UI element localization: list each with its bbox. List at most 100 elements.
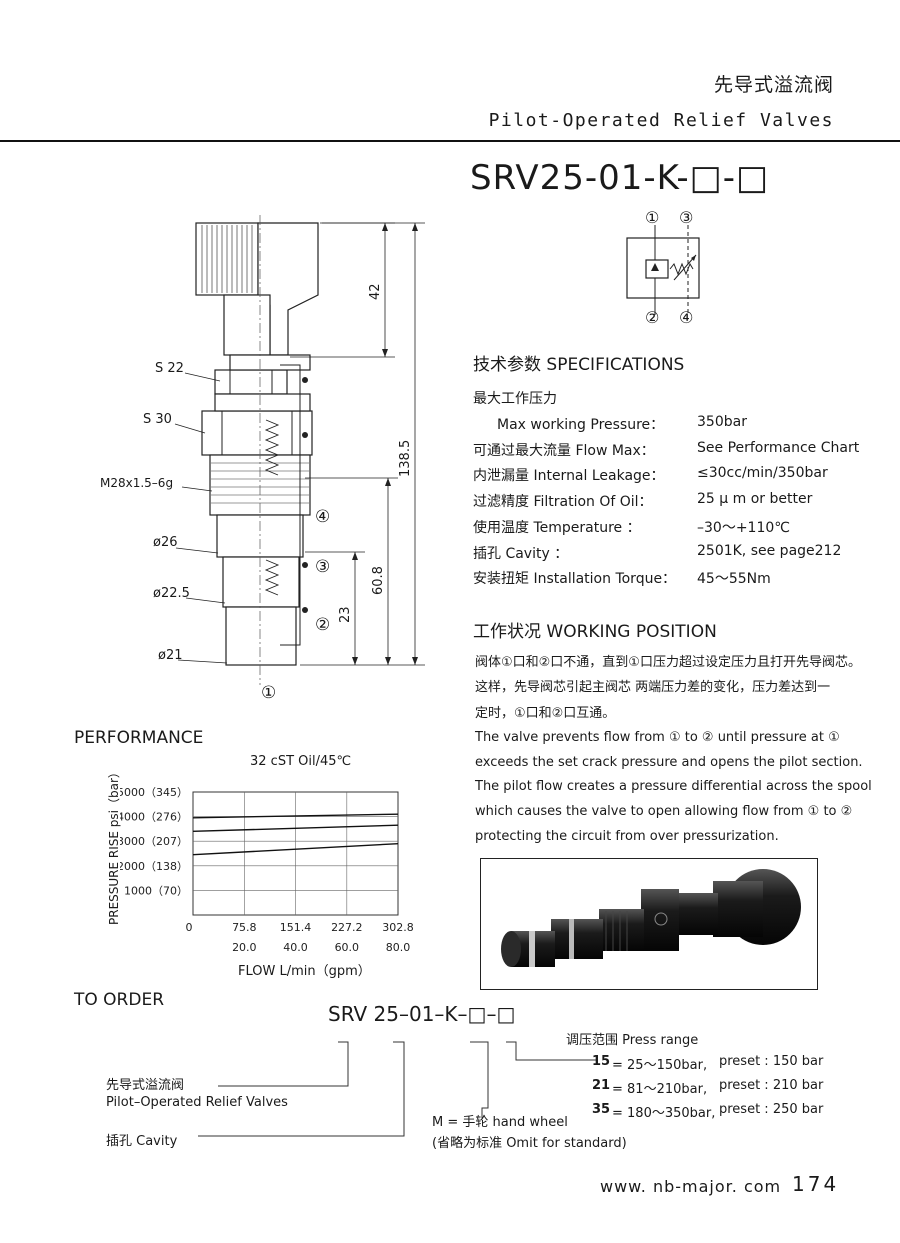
working-line: The pilot flow creates a pressure differ… — [475, 779, 872, 794]
callout-d26: ø26 — [153, 535, 178, 550]
working-title: 工作状况 WORKING POSITION — [473, 622, 717, 642]
spec-label: 安装扭矩 Installation Torque： — [473, 571, 677, 587]
chart-series-line — [192, 842, 399, 856]
working-line: 定时，①口和②口互通。 — [475, 706, 616, 721]
spec-label: 使用温度 Temperature ： — [473, 520, 641, 536]
model-number: SRV25-01-K-□-□ — [470, 158, 770, 198]
press-code: 35 — [592, 1102, 611, 1117]
symbol-port-1: ① — [645, 208, 660, 227]
press-range: = 81～210bar, — [612, 1082, 708, 1097]
working-line: which causes the valve to open allowing … — [475, 804, 853, 819]
chart-tick-label-y: 1000（70） — [124, 884, 188, 897]
press-code: 15 — [592, 1054, 611, 1069]
press-range: = 25～150bar, — [612, 1058, 708, 1073]
drawing-port-3: ③ — [315, 557, 331, 576]
dim-42: 42 — [368, 283, 383, 300]
chart-tick-label-y: 4000（276） — [120, 811, 188, 824]
order-item-cn: 先导式溢流阀 — [106, 1078, 185, 1093]
chart-series-line — [192, 813, 399, 819]
dim-60-8: 60.8 — [371, 566, 386, 595]
valve-photo-icon — [501, 869, 801, 967]
order-leader-lines-icon — [198, 1041, 596, 1137]
spec-row: 安装扭矩 Installation Torque： 45～55Nm — [473, 568, 771, 588]
spec-label: 可通过最大流量 Flow Max： — [473, 443, 655, 459]
order-title: TO ORDER — [74, 990, 165, 1010]
performance-chart-svg: 5000（345）4000（276）3000（207）2000（138）1000… — [117, 786, 414, 954]
chart-tick-label-x: 0 — [186, 921, 193, 934]
press-preset: preset : 150 bar — [719, 1054, 824, 1069]
working-line: The valve prevents flow from ① to ② unti… — [475, 730, 840, 745]
chart-tick-label-x2: 40.0 — [283, 941, 308, 954]
chart-tick-label-x2: 20.0 — [232, 941, 256, 954]
spec-row: 最大工作压力 — [473, 388, 557, 408]
callout-d22-5: ø22.5 — [153, 586, 190, 601]
specs-title: 技术参数 SPECIFICATIONS — [473, 355, 685, 375]
press-range-table: 15 = 25～150bar, preset : 150 bar 21 = 81… — [592, 1054, 852, 1126]
order-handwheel: M = 手轮 hand wheel — [432, 1115, 568, 1130]
drawing-port-1: ① — [261, 683, 277, 702]
press-row: 35 = 180～350bar, preset : 250 bar — [592, 1102, 823, 1121]
header-rule — [0, 140, 900, 142]
press-range: = 180～350bar, — [612, 1106, 716, 1121]
press-code: 21 — [592, 1078, 611, 1093]
drawing-port-2: ② — [315, 615, 331, 634]
header-title-cn: 先导式溢流阀 — [713, 74, 834, 96]
order-handwheel-note: (省略为标准 Omit for standard) — [432, 1136, 627, 1151]
order-cavity: 插孔 Cavity — [106, 1134, 178, 1149]
spec-value: See Performance Chart — [697, 440, 860, 456]
spec-value: 350bar — [697, 414, 747, 430]
spec-value: 25 μ m or better — [697, 491, 813, 507]
spec-row: 内泄漏量 Internal Leakage： ≤30cc/min/350bar — [473, 465, 828, 485]
callout-d21: ø21 — [158, 648, 183, 663]
spec-value: ≤30cc/min/350bar — [697, 465, 828, 481]
chart-tick-label-x2: 80.0 — [386, 941, 411, 954]
spec-value: –30～+110℃ — [697, 520, 790, 536]
order-leaders — [0, 1030, 900, 1170]
chart-tick-label-x: 302.8 — [382, 921, 414, 934]
order-code: SRV 25–01–K–□–□ — [328, 1002, 516, 1026]
symbol-port-2: ② — [645, 308, 660, 327]
spec-row: 使用温度 Temperature ： –30～+110℃ — [473, 517, 790, 537]
working-line: protecting the circuit from over pressur… — [475, 829, 779, 844]
valve-cross-section-icon — [174, 215, 425, 685]
chart-tick-label-y: 5000（345） — [120, 786, 188, 799]
chart-tick-label-x: 227.2 — [331, 921, 363, 934]
performance-chart: 5000（345）4000（276）3000（207）2000（138）1000… — [117, 780, 420, 980]
spec-row: 可通过最大流量 Flow Max： See Performance Chart — [473, 440, 859, 460]
footer-website: www. nb-major. com — [600, 1177, 782, 1196]
chart-tick-label-x: 75.8 — [232, 921, 256, 934]
callout-thread: M28x1.5–6g — [100, 476, 174, 490]
dim-138-5: 138.5 — [398, 439, 413, 477]
press-preset: preset : 210 bar — [719, 1078, 824, 1093]
spec-label: 过滤精度 Filtration Of Oil： — [473, 494, 653, 510]
working-line: 阀体①口和②口不通，直到①口压力超过设定压力且打开先导阀芯。 — [475, 655, 861, 670]
working-line: 这样，先导阀芯引起主阀芯 两端压力差的变化，压力差达到一 — [475, 680, 831, 695]
symbol-port-3: ③ — [679, 208, 694, 227]
spec-value: 2501K, see page212 — [697, 543, 842, 559]
chart-series-line — [192, 824, 399, 833]
drawing-port-4: ④ — [315, 507, 331, 526]
footer-page-number: 174 — [792, 1172, 840, 1196]
spec-row: 过滤精度 Filtration Of Oil： 25 μ m or better — [473, 491, 812, 511]
spec-label: 内泄漏量 Internal Leakage： — [473, 468, 665, 484]
spec-label: Max working Pressure： — [497, 417, 665, 433]
chart-tick-label-y: 3000（207） — [120, 835, 188, 848]
relief-valve-symbol-icon — [626, 225, 700, 315]
spec-row: 插孔 Cavity ： 2501K, see page212 — [473, 543, 841, 563]
spec-row: Max working Pressure： 350bar — [497, 414, 747, 434]
callout-s22: S 22 — [155, 361, 184, 376]
spec-label: 插孔 Cavity ： — [473, 546, 569, 562]
hydraulic-symbol: ① ③ ② ④ — [600, 205, 720, 330]
product-photo — [480, 858, 818, 990]
spec-value: 45～55Nm — [697, 571, 771, 587]
working-line: exceeds the set crack pressure and opens… — [475, 755, 863, 770]
dim-23: 23 — [338, 606, 353, 623]
chart-title: 32 cST Oil/45℃ — [250, 754, 352, 769]
header-title-en: Pilot-Operated Relief Valves — [488, 110, 834, 131]
order-item-en: Pilot–Operated Relief Valves — [106, 1095, 288, 1110]
chart-tick-label-x2: 60.0 — [335, 941, 360, 954]
spec-label: 最大工作压力 — [473, 391, 557, 407]
callout-s30: S 30 — [143, 412, 172, 427]
press-range-title: 调压范围 Press range — [566, 1033, 699, 1048]
press-row: 15 = 25～150bar, preset : 150 bar — [592, 1054, 823, 1073]
